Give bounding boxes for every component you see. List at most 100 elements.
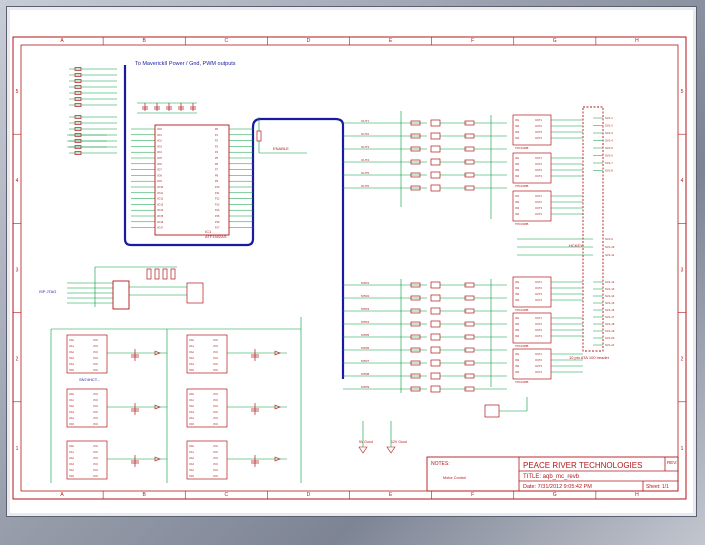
svg-text:SV1-21: SV1-21: [605, 343, 615, 347]
svg-text:OA2: OA2: [189, 351, 194, 354]
svg-text:SV1-13: SV1-13: [605, 287, 615, 291]
zone-col-label: B: [142, 38, 146, 44]
connector-pin: [74, 127, 82, 131]
led-12v-label: 12V Good: [391, 440, 407, 444]
connector-pin: [74, 79, 82, 83]
svg-text:I/O2: I/O2: [157, 140, 162, 143]
resistor: [410, 373, 421, 379]
diode: [154, 456, 161, 462]
svg-text:P9: P9: [215, 180, 219, 183]
net-label: MTR8: [361, 372, 369, 376]
resistor: [154, 268, 160, 280]
zone-col-label: G: [553, 492, 557, 498]
svg-text:IN2: IN2: [515, 162, 520, 166]
svg-text:OUT4: OUT4: [535, 212, 542, 216]
svg-text:P10: P10: [215, 186, 220, 189]
resistor: [170, 268, 176, 280]
svg-text:VCC: VCC: [213, 411, 218, 414]
svg-text:OUT3: OUT3: [535, 364, 542, 368]
svg-text:SV1-16: SV1-16: [605, 308, 615, 312]
svg-text:VCC: VCC: [213, 451, 218, 454]
svg-text:VCC: VCC: [93, 469, 98, 472]
svg-text:VCC: VCC: [93, 339, 98, 342]
svg-text:SV1-1: SV1-1: [605, 116, 613, 120]
svg-text:IN1: IN1: [515, 118, 520, 122]
resistor: [256, 130, 262, 142]
zone-col-label: E: [389, 38, 393, 44]
resistor: [410, 347, 421, 353]
svg-text:OA3: OA3: [69, 463, 74, 466]
svg-text:OA4: OA4: [189, 417, 194, 420]
net-label: MTR7: [361, 359, 369, 363]
svg-text:IN3: IN3: [515, 130, 520, 134]
svg-text:OUT2: OUT2: [535, 286, 542, 290]
svg-text:VCC: VCC: [93, 363, 98, 366]
connector-pin: [74, 91, 82, 95]
title-block: [426, 456, 679, 492]
buffer-chip: [66, 440, 108, 480]
resistor: [162, 268, 168, 280]
transistor: [484, 404, 500, 418]
zone-row-label: 3: [16, 267, 19, 273]
svg-text:VCC: VCC: [213, 369, 218, 372]
diode: [274, 350, 281, 356]
svg-text:OA0: OA0: [69, 393, 74, 396]
svg-text:SV1-18: SV1-18: [605, 322, 615, 326]
svg-text:OUT4: OUT4: [535, 174, 542, 178]
svg-text:IN3: IN3: [515, 206, 520, 210]
svg-text:IN1: IN1: [515, 280, 520, 284]
svg-text:TPIC0108B: TPIC0108B: [515, 184, 529, 188]
svg-text:VCC: VCC: [93, 357, 98, 360]
svg-text:VCC: VCC: [213, 417, 218, 420]
svg-text:P4: P4: [215, 151, 219, 154]
net-label: MTR5: [361, 333, 369, 337]
svg-text:OA3: OA3: [189, 411, 194, 414]
company-name: PEACE RIVER TECHNOLOGIES: [523, 461, 642, 470]
net-label: MTR9: [361, 385, 369, 389]
svg-text:IN2: IN2: [515, 358, 520, 362]
svg-text:VCC: VCC: [213, 457, 218, 460]
svg-text:SV1-17: SV1-17: [605, 315, 615, 319]
svg-text:OA3: OA3: [189, 357, 194, 360]
resistor: [410, 282, 421, 288]
buffer-chip: [186, 388, 228, 428]
svg-text:VCC: VCC: [213, 345, 218, 348]
svg-text:IN3: IN3: [515, 328, 520, 332]
svg-text:OUT3: OUT3: [535, 130, 542, 134]
svg-text:VCC: VCC: [213, 405, 218, 408]
notes-text: Motor Control: [443, 476, 466, 480]
svg-text:P16: P16: [215, 221, 220, 224]
svg-text:P1: P1: [215, 134, 219, 137]
svg-text:VCC: VCC: [213, 445, 218, 448]
jtag-ic: [186, 282, 204, 304]
svg-text:P3: P3: [215, 145, 219, 148]
connector-pin: [74, 85, 82, 89]
diode: [154, 404, 161, 410]
svg-text:OUT4: OUT4: [535, 298, 542, 302]
svg-text:IN4: IN4: [515, 174, 520, 178]
svg-text:IN4: IN4: [515, 370, 520, 374]
led: [386, 446, 396, 454]
cpld-chip: [154, 124, 230, 236]
svg-text:OUT1: OUT1: [535, 156, 542, 160]
zone-row-label: 5: [16, 89, 19, 95]
svg-text:IN3: IN3: [515, 292, 520, 296]
svg-text:I/O4: I/O4: [157, 151, 162, 154]
svg-text:VCC: VCC: [213, 351, 218, 354]
svg-text:OA1: OA1: [69, 451, 74, 454]
svg-text:I/O16: I/O16: [157, 221, 164, 224]
svg-text:OUT3: OUT3: [535, 292, 542, 296]
svg-text:TPIC0108B: TPIC0108B: [515, 344, 529, 348]
net-label: OUT3: [361, 145, 369, 149]
svg-text:P0: P0: [215, 128, 219, 131]
svg-text:I/O17: I/O17: [157, 227, 164, 230]
svg-text:P15: P15: [215, 215, 220, 218]
svg-text:VCC: VCC: [213, 399, 218, 402]
svg-text:VCC: VCC: [93, 369, 98, 372]
led: [358, 446, 368, 454]
svg-text:SV1-20: SV1-20: [605, 336, 615, 340]
svg-text:OUT1: OUT1: [535, 316, 542, 320]
driver-chip: [512, 348, 552, 380]
svg-text:I/O0: I/O0: [157, 128, 162, 131]
svg-text:I/O5: I/O5: [157, 157, 162, 160]
